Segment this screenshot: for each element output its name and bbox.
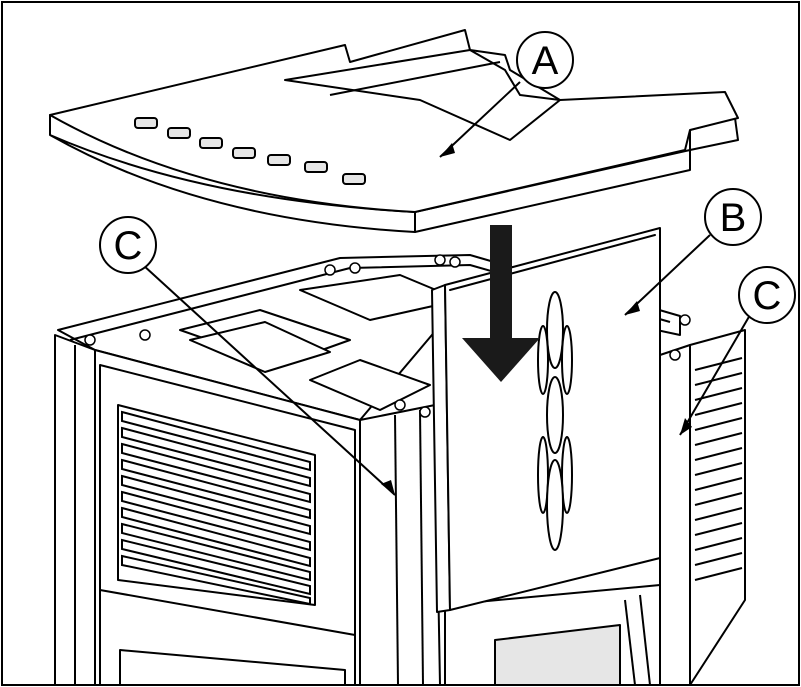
- callout-b-label: B: [720, 196, 747, 240]
- flame-pattern: [537, 291, 573, 551]
- panel-b: [431, 227, 661, 613]
- front-grille-slats: [121, 410, 311, 606]
- down-arrow: [462, 225, 540, 382]
- top-cover-a: [49, 29, 739, 233]
- control-buttons: [134, 117, 366, 185]
- callout-c-left-label: C: [114, 224, 143, 268]
- callout-b: B: [624, 188, 762, 316]
- callout-c-right-label: C: [753, 274, 782, 318]
- callout-c-left: C: [99, 216, 396, 496]
- callout-a-label: A: [532, 39, 559, 83]
- side-vents: [694, 357, 743, 581]
- frame-screws: [84, 254, 691, 418]
- callout-c-right: C: [679, 266, 796, 436]
- callout-a: A: [439, 31, 574, 158]
